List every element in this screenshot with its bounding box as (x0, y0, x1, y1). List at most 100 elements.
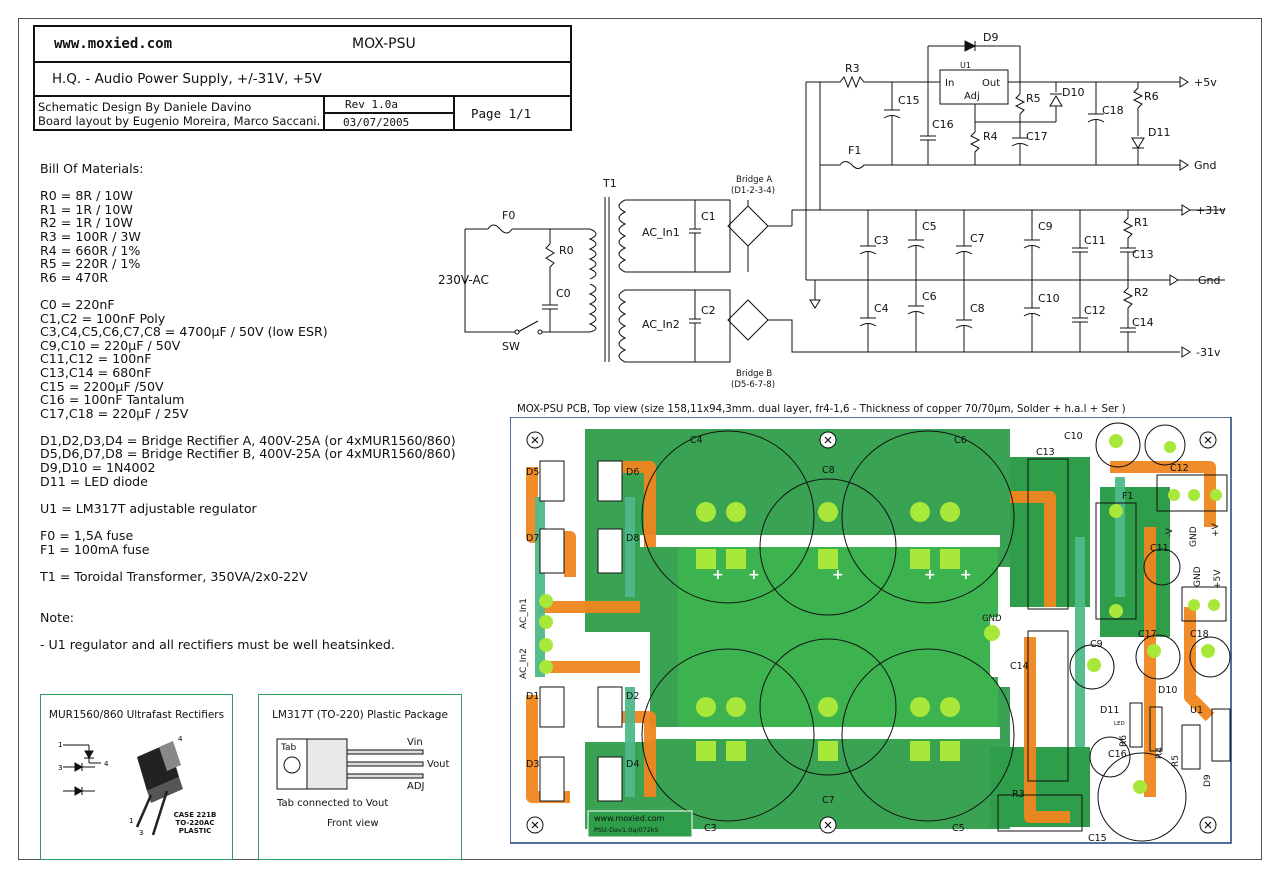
pcb-c6: C6 (954, 435, 967, 446)
pcb-top-view: www.moxied.com PSU-Dav1.0a/072k5 D5 D6 D… (510, 417, 1232, 844)
bom-line: C9,C10 = 220µF / 50V (40, 337, 181, 353)
subtitle: H.Q. - Audio Power Supply, +/-31V, +5V (52, 71, 322, 87)
pcb-c17: C17 (1138, 629, 1157, 640)
layout-credit: Board layout by Eugenio Moreira, Marco S… (38, 114, 321, 128)
bom-line: D5,D6,D7,D8 = Bridge Rectifier B, 400V-2… (40, 446, 456, 462)
pcb-c18: C18 (1190, 629, 1209, 640)
bom-line: C13,C14 = 680nF (40, 364, 152, 380)
revision: Rev 1.0a (345, 98, 398, 111)
pcb-d4: D4 (626, 759, 639, 770)
bom-line: C17,C18 = 220µF / 25V (40, 405, 189, 421)
pcb-version: PSU-Dav1.0a/072k5 (594, 826, 659, 834)
rail-gnd2-label: Gnd (1198, 274, 1220, 287)
pcb-c9: C9 (1090, 639, 1103, 650)
lm317-view: Front view (327, 818, 379, 829)
d11-label: D11 (1148, 126, 1170, 139)
r4-label: R4 (983, 130, 998, 143)
r0-label: R0 (559, 244, 574, 257)
c12-label: C12 (1084, 304, 1106, 317)
pcb-c5: C5 (952, 823, 965, 834)
pcb-d11: D11 (1100, 705, 1119, 716)
pcb-r3: R3 (1012, 789, 1025, 800)
r1-label: R1 (1134, 216, 1149, 229)
svg-text:+: + (832, 567, 844, 583)
c16-label: C16 (932, 118, 954, 131)
bom-line: F0 = 1,5A fuse (40, 528, 134, 544)
c14-label: C14 (1132, 316, 1154, 329)
mur-case-line: TO-220AC (175, 819, 215, 827)
bridge-a-label: Bridge A (736, 175, 772, 185)
pcb-d8: D8 (626, 533, 639, 544)
c8-label: C8 (970, 302, 985, 315)
page-number: Page 1/1 (471, 106, 532, 121)
date: 03/07/2005 (343, 116, 410, 129)
mur-case-line: PLASTIC (178, 827, 212, 835)
r2-label: R2 (1134, 286, 1149, 299)
bom-line: C1,C2 = 100nF Poly (40, 310, 166, 326)
c2-label: C2 (701, 304, 716, 317)
drawing-sheet (18, 18, 1262, 860)
mur-pin-label: 1 (58, 741, 62, 749)
mur-package-title: MUR1560/860 Ultrafast Rectifiers (48, 709, 225, 721)
bridge-a-parts: (D1-2-3-4) (731, 186, 775, 196)
rail-p31-label: +31v (1196, 204, 1226, 217)
pcb-ac-in1: AC_In1 (519, 598, 529, 629)
pcb-brand: www.moxied.com (594, 814, 665, 823)
bill-of-materials: Bill Of Materials: R0 = 8R / 10W R1 = 1R… (40, 162, 456, 651)
bom-line: D9,D10 = 1N4002 (40, 460, 156, 476)
pcb-d9: D9 (1203, 774, 1213, 787)
bom-line: R3 = 100R / 3W (40, 228, 141, 244)
c7-label: C7 (970, 232, 985, 245)
bom-line: R0 = 8R / 10W (40, 188, 133, 204)
bom-line: C15 = 2200µF /50V (40, 378, 164, 394)
bom-line: U1 = LM317T adjustable regulator (40, 500, 257, 516)
svg-text:+: + (960, 567, 972, 583)
bridge-b-parts: (D5-6-7-8) (731, 380, 775, 390)
lm317-tab-label: Tab (281, 743, 297, 753)
bom-line: R5 = 220R / 1% (40, 256, 141, 272)
u1-out-label: Out (982, 78, 1000, 89)
pcb-d3: D3 (526, 759, 539, 770)
pcb-c14: C14 (1010, 661, 1029, 672)
pcb-gnd-mid: GND (1193, 566, 1203, 587)
pcb-d5: D5 (526, 467, 539, 478)
pcb-ac-in2: AC_In2 (519, 648, 529, 679)
pcb-c13: C13 (1036, 447, 1055, 458)
project-title: MOX-PSU (352, 36, 416, 52)
mur-pin-label: 1 (129, 817, 133, 825)
bom-heading: Bill Of Materials: (40, 161, 144, 176)
c10-label: C10 (1038, 292, 1060, 305)
title-block (33, 25, 572, 131)
c5-label: C5 (922, 220, 937, 233)
ac-in1-label: AC_In1 (642, 226, 680, 239)
c13-label: C13 (1132, 248, 1154, 261)
pcb-d7: D7 (526, 533, 539, 544)
pcb-c4: C4 (690, 435, 703, 446)
pcb-d6: D6 (626, 467, 639, 478)
pcb-c10: C10 (1064, 431, 1083, 442)
bom-line: D1,D2,D3,D4 = Bridge Rectifier A, 400V-2… (40, 432, 456, 448)
c3-label: C3 (874, 234, 889, 247)
pcb-r4: R4 (1155, 747, 1165, 759)
pcb-gnd-top: GND (1189, 526, 1199, 547)
mur-pin-label: 3 (139, 829, 143, 837)
svg-text:+: + (748, 567, 760, 583)
website-label: www.moxied.com (54, 36, 173, 52)
mur-pin-label: 3 (58, 764, 62, 772)
bom-line: R2 = 1R / 10W (40, 215, 133, 231)
bom-line: R6 = 470R (40, 269, 109, 285)
lm317-pin-label: ADJ (407, 781, 425, 792)
bom-line: R4 = 660R / 1% (40, 242, 141, 258)
pcb-d2: D2 (626, 691, 639, 702)
d9-label: D9 (983, 31, 998, 44)
pcb-caption: MOX-PSU PCB, Top view (size 158,11x94,3m… (517, 404, 1126, 415)
c6-label: C6 (922, 290, 937, 303)
d10-label: D10 (1062, 86, 1084, 99)
bom-line: C3,C4,C5,C6,C7,C8 = 4700µF / 50V (low ES… (40, 324, 328, 340)
lm317-pin-label: Vin (407, 737, 423, 748)
switch-label: SW (502, 340, 520, 353)
power-supply-schematic: 230V-AC F0 SW R0 C0 T1 AC_In1 AC_In2 C1 … (438, 31, 1226, 390)
ac-in2-label: AC_In2 (642, 318, 680, 331)
bom-line: C11,C12 = 100nF (40, 351, 152, 367)
lm317-package-box: LM317T (TO-220) Plastic Package Tab Vin … (258, 694, 462, 860)
